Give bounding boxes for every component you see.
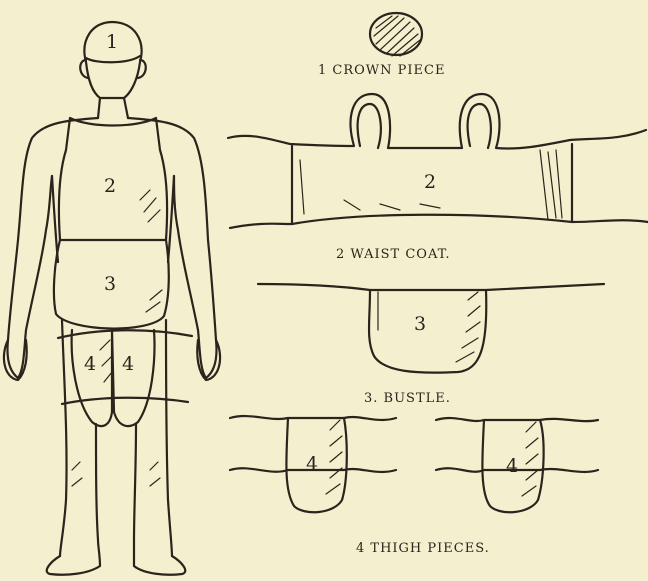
bustle-number: 3	[414, 313, 426, 335]
neck	[98, 98, 128, 118]
thigh-band-left-upper	[230, 416, 396, 420]
figure-label-bustle: 3	[104, 273, 116, 295]
bustle-shape	[369, 290, 486, 373]
torso-right	[168, 176, 174, 262]
waist-coat-number: 2	[424, 171, 436, 193]
thigh-pieces-caption: 4 THIGH PIECES.	[356, 541, 490, 556]
figure-label-thigh-right: 4	[122, 353, 134, 375]
leg-shading	[72, 462, 160, 486]
waist-coat-shape	[228, 94, 646, 149]
bustle-caption: 3. BUSTLE.	[364, 391, 451, 406]
crown-piece: 1 CROWN PIECE	[318, 13, 445, 78]
left-arm	[7, 118, 98, 378]
thigh-band-right-upper	[436, 418, 598, 421]
thigh-pieces-on-figure	[72, 330, 155, 426]
thigh-hatching	[100, 340, 112, 382]
left-foot	[47, 540, 100, 575]
waist-coat-armhole-left	[358, 104, 381, 148]
thigh-piece-right-hatching	[522, 422, 538, 496]
bustle-piece: 3 3. BUSTLE.	[258, 284, 604, 406]
bustle-band	[258, 284, 604, 290]
waist-coat-caption: 2 WAIST COAT.	[336, 247, 451, 262]
crown-piece-shape	[370, 13, 422, 55]
bustle-hatching	[146, 290, 162, 312]
thigh-pieces: 4 4 4 THIGH PIECES.	[230, 416, 598, 556]
crown-piece-caption: 1 CROWN PIECE	[318, 63, 445, 78]
waist-coat-piece: 2 2 WAIST COAT.	[228, 94, 648, 262]
crown-piece-on-head	[86, 56, 140, 62]
thigh-right-number: 4	[506, 455, 518, 477]
human-figure: 1 2 3 4 4	[4, 22, 220, 575]
right-arm	[128, 118, 217, 378]
figure-label-thigh-left: 4	[84, 353, 96, 375]
bustle-hatching-lines	[456, 292, 480, 362]
right-foot	[134, 540, 185, 575]
thigh-strap-upper	[58, 330, 192, 338]
figure-label-waist: 2	[104, 175, 116, 197]
thigh-left-number: 4	[306, 453, 318, 475]
figure-label-crown: 1	[106, 31, 118, 53]
waist-coat-armhole-right	[468, 104, 491, 148]
thigh-piece-left-hatching	[326, 420, 342, 494]
waist-coat-hatching	[140, 190, 160, 222]
right-leg	[134, 320, 172, 556]
